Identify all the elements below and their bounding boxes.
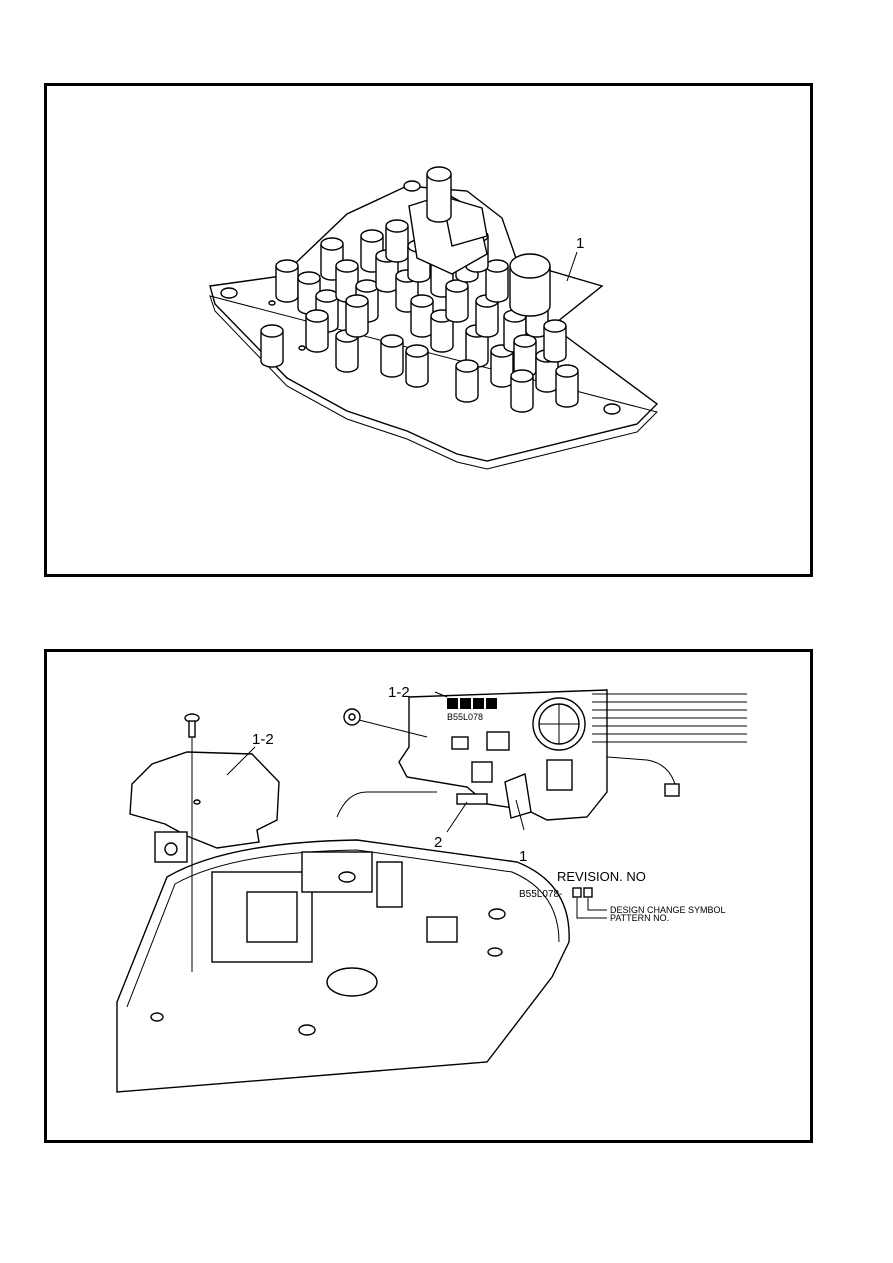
bottom-figure-panel: 1-2 B55L078 <box>44 649 813 1143</box>
callout-leader-1 <box>515 799 525 831</box>
boss <box>298 1024 316 1036</box>
lower-case <box>116 839 570 1093</box>
callout-leader-1 <box>566 251 578 282</box>
power-circuit-board: B55L078 <box>336 689 747 821</box>
callout-2: 2 <box>434 834 442 851</box>
relay <box>471 761 493 783</box>
capacitor <box>555 364 579 408</box>
mount-hole <box>403 180 421 192</box>
board-cover: 1-2 <box>129 713 280 972</box>
screw <box>184 713 200 738</box>
large-capacitor <box>509 253 551 317</box>
top-figure-panel: 1 <box>44 83 813 577</box>
callout-1: 1 <box>576 235 584 252</box>
revision-title: REVISION. NO <box>557 869 646 884</box>
boss <box>150 1012 164 1022</box>
revision-design-change: DESIGN CHANGE SYMBOL <box>610 905 726 915</box>
board-marking-box <box>486 698 497 709</box>
ribbon-cable <box>592 693 747 743</box>
board-marking-box <box>447 698 458 709</box>
small-hole <box>298 345 306 351</box>
boss <box>488 908 506 920</box>
internal-block <box>376 861 403 908</box>
revision-arrow-pattern <box>576 898 607 919</box>
capacitor <box>445 279 469 323</box>
inductor <box>546 759 573 791</box>
capacitor <box>275 259 299 303</box>
capacitor <box>260 324 284 368</box>
capacitor <box>305 309 329 353</box>
capacitor <box>513 334 537 378</box>
callout-leader-2 <box>446 801 468 833</box>
board-marking-box <box>460 698 471 709</box>
capacitor <box>410 294 434 338</box>
callout-1: 1 <box>519 848 527 865</box>
transformer <box>408 166 488 275</box>
revision-box-design <box>583 887 593 898</box>
callout-1-2-board: 1-2 <box>388 684 410 701</box>
capacitor <box>405 344 429 388</box>
revision-box-pattern <box>572 887 582 898</box>
internal-block <box>426 916 458 943</box>
resistor-component <box>456 793 488 805</box>
wire-connector <box>664 783 680 797</box>
ring-terminal-wire <box>343 708 428 738</box>
callout-leader-1-2-cover <box>226 746 256 776</box>
capacitor <box>335 259 359 303</box>
callout-1-2-cover: 1-2 <box>252 731 274 748</box>
callout-leader-1-2-board <box>434 691 448 698</box>
internal-block <box>246 891 298 943</box>
insulator-sheet <box>504 773 532 819</box>
internal-block <box>301 851 373 893</box>
capacitor <box>510 369 534 413</box>
capacitor <box>543 319 567 363</box>
revision-arrow-design <box>587 898 607 911</box>
boss <box>487 947 503 957</box>
capacitor <box>380 334 404 378</box>
board-marking-box <box>473 698 484 709</box>
capacitor <box>385 219 409 263</box>
boss <box>338 871 356 883</box>
capacitor <box>345 294 369 338</box>
small-hole <box>268 300 276 306</box>
component <box>451 736 469 750</box>
lead-wire <box>336 791 437 818</box>
ic-chip <box>486 731 510 751</box>
power-board-assembly-drawing: 1-2 B55L078 <box>116 684 747 1093</box>
mount-hole <box>603 403 621 415</box>
capacitor-board-drawing: 1 <box>209 166 659 470</box>
mount-hole <box>220 287 238 299</box>
revision-legend: REVISION. NO B55L078- DESIGN CHANGE SYMB… <box>519 869 726 923</box>
board-marking-text: B55L078 <box>447 712 483 722</box>
revision-pattern-no: PATTERN NO. <box>610 913 669 923</box>
case-hole <box>326 967 378 997</box>
capacitor <box>455 359 479 403</box>
revision-code: B55L078- <box>519 889 562 900</box>
capacitor <box>485 259 509 303</box>
